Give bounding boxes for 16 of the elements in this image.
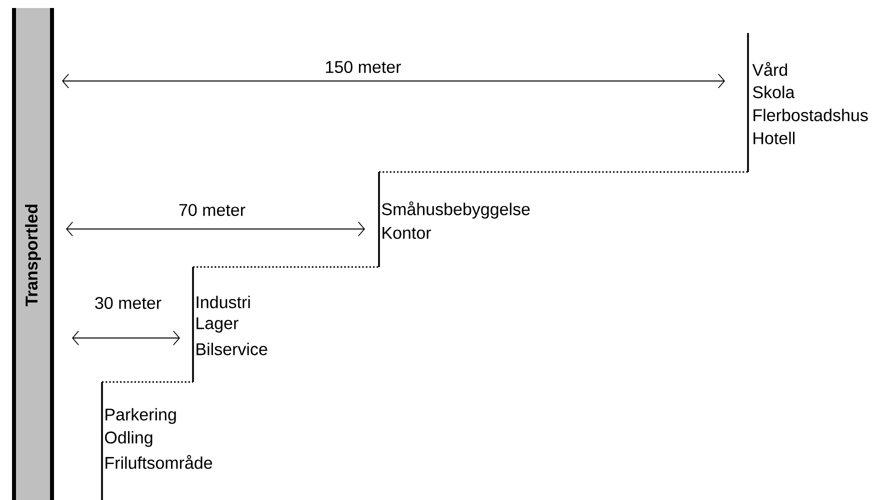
- zone-use: Skola: [752, 86, 795, 98]
- dimension-label: 30 meter: [95, 296, 162, 310]
- zone-use: Odling: [105, 431, 152, 447]
- zone-use: Lager: [196, 317, 238, 333]
- dimension-label: 70 meter: [179, 204, 246, 216]
- zone-use: Kontor: [382, 227, 431, 239]
- zone-use: Parkering: [106, 408, 176, 424]
- zone-use: Vård: [752, 62, 787, 76]
- zone-use: Flerbostadshus: [754, 108, 868, 122]
- road-band: Transportled: [12, 8, 54, 500]
- zone-use: Småhusbebyggelse: [382, 201, 530, 219]
- zone-use: Industri: [196, 296, 250, 308]
- zone-use: Hotell: [754, 132, 794, 144]
- zone-use: Bilservice: [196, 342, 268, 356]
- dimension-label: 150 meter: [326, 60, 401, 74]
- zone-use: Friluftsområde: [106, 455, 212, 469]
